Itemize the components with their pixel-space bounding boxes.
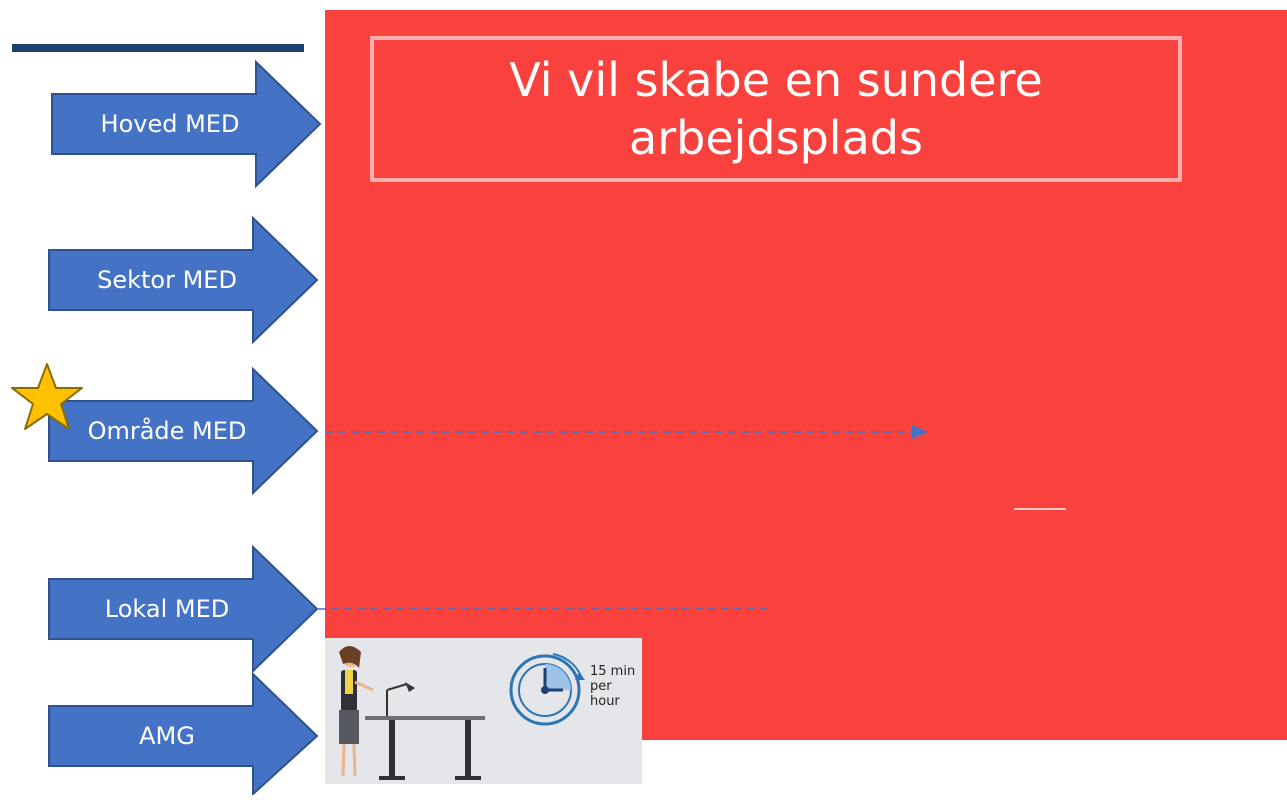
- title-box: Vi vil skabe en sundere arbejdsplads: [370, 36, 1182, 182]
- arrow-hoved-med[interactable]: Hoved MED: [50, 60, 322, 188]
- arrow-shape: [48, 672, 319, 795]
- arrow-label: AMG: [139, 722, 195, 750]
- arrow-shape: [48, 545, 319, 673]
- woman-at-desk-graphic: [339, 646, 585, 780]
- star-icon: [11, 363, 83, 430]
- clock-icon: [509, 653, 585, 726]
- slide-title: Vi vil skabe en sundere arbejdsplads: [509, 53, 1043, 165]
- standing-desk-illustration: 15 min per hour: [325, 638, 642, 784]
- arrow-omraade-med[interactable]: Område MED: [47, 367, 319, 495]
- arrow-shape: [48, 367, 319, 495]
- arrow-sektor-med[interactable]: Sektor MED: [47, 216, 319, 344]
- clock-caption: 15 min per hour: [590, 664, 636, 709]
- arrow-label: Område MED: [87, 417, 247, 445]
- arrow-label: Lokal MED: [104, 595, 230, 623]
- arrow-lokal-med[interactable]: Lokal MED: [47, 545, 319, 673]
- red-panel: [325, 10, 1287, 740]
- white-dash: [1014, 508, 1066, 510]
- arrow-shape: [48, 216, 319, 344]
- arrow-shape: [51, 60, 322, 188]
- top-rule: [12, 44, 304, 52]
- arrow-amg[interactable]: AMG: [47, 672, 319, 795]
- arrow-label: Sektor MED: [97, 266, 237, 294]
- arrow-label: Hoved MED: [100, 110, 240, 138]
